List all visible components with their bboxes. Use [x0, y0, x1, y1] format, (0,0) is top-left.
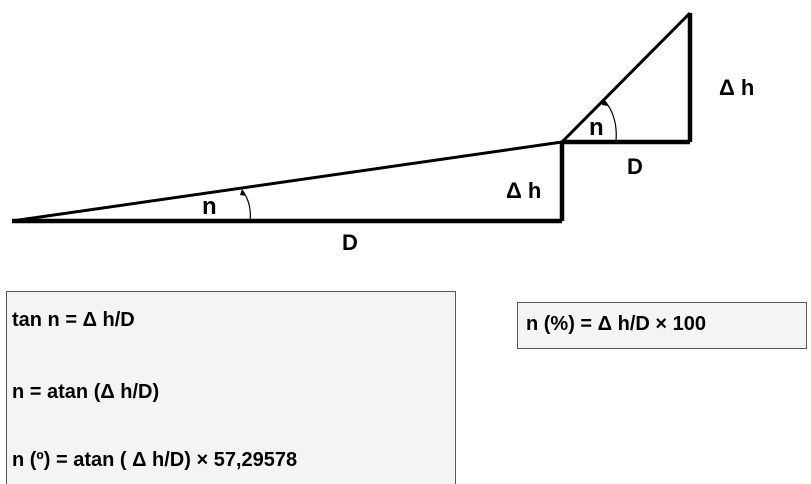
small-triangle-hypotenuse [560, 11, 692, 144]
slope-diagram: n D Δ h n D Δ h [11, 11, 754, 255]
small-height-label: Δ h [719, 75, 754, 100]
tan-formula: tan n = Δ h/D [12, 309, 135, 331]
atan-formula: n = atan (Δ h/D) [12, 381, 160, 403]
large-base-label: D [342, 230, 358, 255]
percent-formula: n (%) = Δ h/D × 100 [526, 313, 706, 335]
large-triangle-hypotenuse [11, 140, 563, 223]
small-base-label: D [627, 154, 643, 179]
degree-formulas-box: tan n = Δ h/D n = atan (Δ h/D) n (º) = a… [6, 291, 456, 484]
small-angle-label: n [589, 114, 604, 141]
large-height-label: Δ h [506, 178, 541, 203]
large-angle-label: n [202, 193, 217, 220]
small-triangle: n D Δ h [560, 11, 754, 179]
small-angle-arc [603, 99, 617, 142]
large-triangle: n D Δ h [11, 140, 565, 255]
degrees-formula: n (º) = atan ( Δ h/D) × 57,29578 [12, 449, 298, 471]
percent-formula-box: n (%) = Δ h/D × 100 [517, 302, 807, 349]
small-angle-arrowhead [602, 99, 608, 106]
large-angle-arrowhead [240, 189, 246, 196]
